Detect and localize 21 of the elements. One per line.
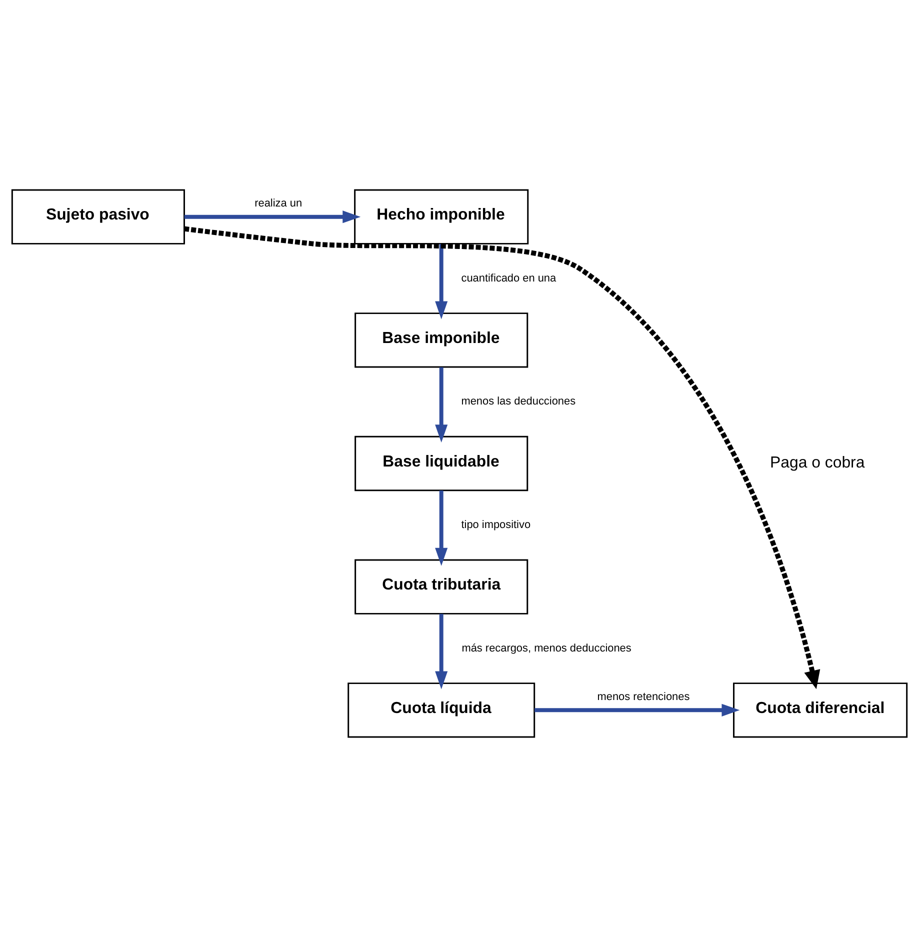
arrow xyxy=(435,613,448,689)
edge-label: cuantificado en una xyxy=(461,272,556,284)
arrow xyxy=(184,226,820,689)
arrow xyxy=(184,210,361,223)
edge-label: menos las deducciones xyxy=(461,395,576,408)
edge-label: menos retenciones xyxy=(597,690,690,703)
node-box: Cuota tributaria xyxy=(354,558,528,614)
arrow xyxy=(435,490,448,566)
node-box: Sujeto pasivo xyxy=(11,188,185,244)
edge-label: más recargos, menos deducciones xyxy=(462,642,632,654)
arrow xyxy=(435,243,448,319)
node-box: Cuota diferencial xyxy=(733,682,908,738)
arrow xyxy=(435,366,448,442)
edge-label: Paga o cobra xyxy=(770,454,865,471)
edge-label: tipo impositivo xyxy=(461,518,531,530)
arrow xyxy=(534,703,740,716)
node-box: Base imponible xyxy=(354,312,528,368)
node-box: Base liquidable xyxy=(354,435,528,491)
node-box: Hecho imponible xyxy=(354,188,529,244)
node-box: Cuota líquida xyxy=(348,682,536,738)
edge-label: realiza un xyxy=(254,197,302,210)
